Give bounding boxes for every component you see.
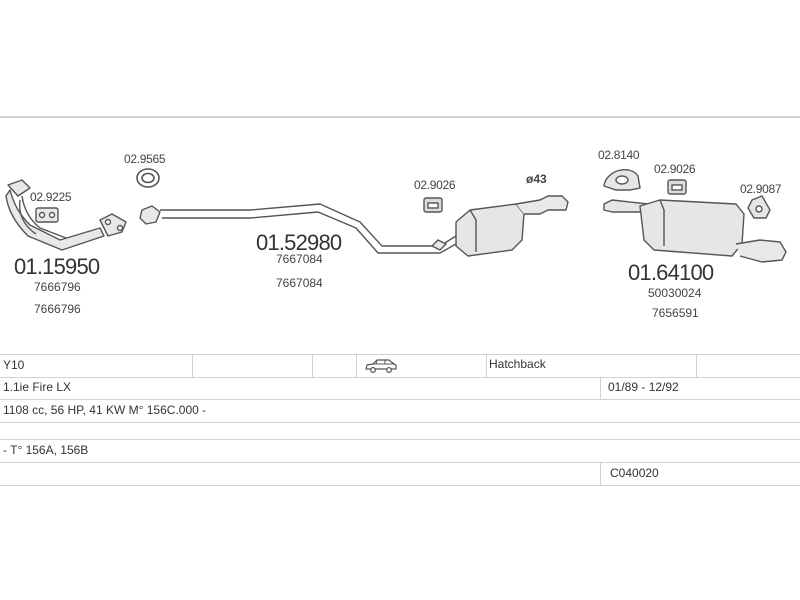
ring-part-number[interactable]: 02.9565 — [124, 152, 166, 166]
rear-mount-drawing — [747, 195, 771, 219]
middle-pipe-drawing — [139, 203, 457, 254]
engine-codes-cell: - T° 156A, 156B — [3, 443, 89, 457]
table-row: C040020 — [0, 463, 800, 486]
table-row — [0, 423, 800, 440]
body-type-cell: Hatchback — [489, 357, 546, 371]
gasket-drawing — [35, 207, 59, 223]
table-row: Y10 Hatchback — [0, 354, 800, 378]
middle-hanger-drawing — [423, 197, 443, 213]
front-pipe-part-number[interactable]: 01.15950 — [14, 254, 100, 279]
rear-silencer-oe-2: 7656591 — [652, 306, 699, 320]
rear-clamp-part-number[interactable]: 02.8140 — [598, 148, 640, 162]
variant-cell: 1.1ie Fire LX — [3, 380, 72, 394]
rear-silencer-drawing — [603, 199, 787, 263]
rear-hanger-drawing — [667, 179, 687, 195]
rear-silencer-oe-1: 50030024 — [648, 286, 702, 300]
middle-silencer-drawing — [455, 195, 569, 257]
front-pipe-oe-1: 7666796 — [34, 280, 81, 294]
exhaust-diagram — [5, 168, 787, 263]
table-row: 1108 cc, 56 HP, 41 KW M° 156C.000 - — [0, 400, 800, 423]
years-cell: 01/89 - 12/92 — [608, 380, 679, 394]
table-row: 1.1ie Fire LX 01/89 - 12/92 — [0, 377, 800, 400]
table-row: - T° 156A, 156B — [0, 440, 800, 463]
front-pipe-oe-2: 7666796 — [34, 302, 81, 316]
front-pipe-drawing — [5, 179, 127, 251]
middle-hanger-part-number[interactable]: 02.9026 — [414, 178, 456, 192]
catalog-code-cell: C040020 — [610, 466, 659, 480]
model-cell: Y10 — [3, 358, 25, 372]
rear-hanger-part-number[interactable]: 02.9026 — [654, 162, 696, 176]
car-icon — [365, 359, 397, 374]
top-rule — [0, 116, 800, 118]
gasket-part-number[interactable]: 02.9225 — [30, 190, 72, 204]
middle-pipe-oe-1: 7667084 — [276, 252, 323, 266]
middle-pipe-part-number[interactable]: 01.52980 — [256, 230, 342, 255]
pipe-diameter-label: ø43 — [526, 172, 547, 186]
rear-silencer-part-number[interactable]: 01.64100 — [628, 260, 714, 285]
ring-drawing — [136, 168, 160, 188]
engine-spec-cell: 1108 cc, 56 HP, 41 KW M° 156C.000 - — [3, 403, 207, 417]
rear-mount-part-number[interactable]: 02.9087 — [740, 182, 782, 196]
rear-clamp-drawing — [603, 168, 641, 191]
middle-pipe-oe-2: 7667084 — [276, 276, 323, 290]
